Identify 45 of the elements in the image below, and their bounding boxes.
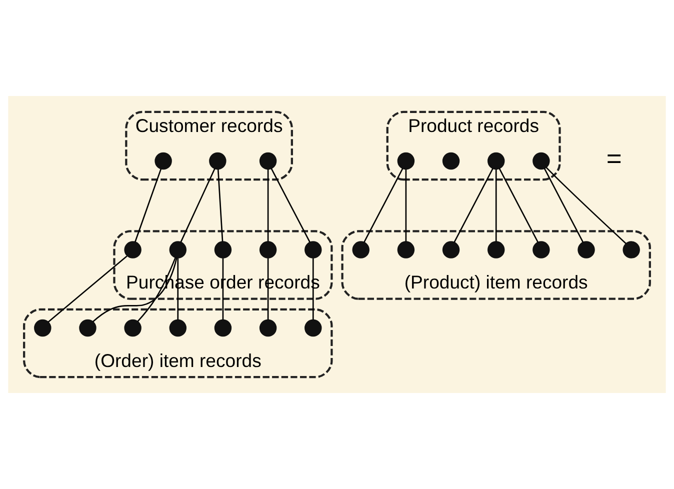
connector <box>546 167 626 244</box>
connector <box>134 168 162 242</box>
connector <box>270 168 311 243</box>
cluster: Product records <box>386 110 561 181</box>
node-circle <box>397 152 415 170</box>
node-circle <box>214 241 232 258</box>
cluster: (Product) item records <box>341 230 651 300</box>
node-circle <box>442 241 460 258</box>
node-circle <box>124 319 142 337</box>
connector <box>405 169 407 242</box>
connector <box>267 169 269 242</box>
connector <box>92 258 178 322</box>
node-circle <box>169 319 187 337</box>
node-circle <box>154 152 172 170</box>
cluster: (Order) item records <box>23 308 333 378</box>
node-circle <box>304 241 322 258</box>
cluster: Customer records <box>125 110 293 181</box>
node-circle <box>259 319 277 337</box>
connector <box>495 169 497 242</box>
node-circle <box>622 241 640 258</box>
connector <box>48 256 128 323</box>
node-circle <box>578 241 595 258</box>
node-circle <box>442 152 460 170</box>
node-circle <box>304 319 322 337</box>
connector <box>363 168 404 243</box>
node-circle <box>532 152 550 170</box>
connector <box>544 168 584 243</box>
connector <box>180 168 216 243</box>
node-circle <box>487 152 505 170</box>
node-circle <box>169 241 187 258</box>
connector <box>498 168 539 243</box>
node-circle <box>487 241 505 258</box>
label: = <box>606 144 622 174</box>
node-circle <box>532 241 550 258</box>
node-circle <box>352 241 370 258</box>
node-circle <box>259 152 277 170</box>
node-circle <box>34 319 52 337</box>
node-circle <box>124 241 142 258</box>
node-circle <box>397 241 415 258</box>
connector <box>217 169 224 242</box>
node-circle <box>214 319 232 337</box>
node-circle <box>209 152 226 170</box>
node-circle <box>259 241 277 258</box>
node-circle <box>79 319 96 337</box>
connector <box>454 168 494 243</box>
